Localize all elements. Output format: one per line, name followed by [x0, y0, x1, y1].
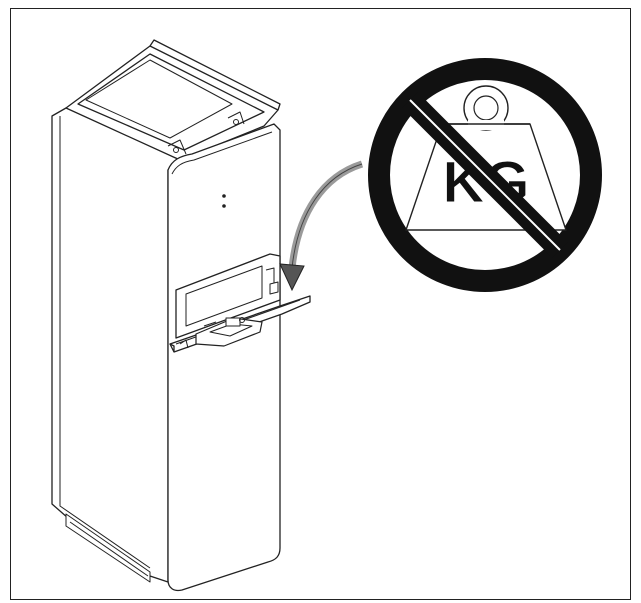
figure-frame	[10, 8, 631, 600]
side-panel	[51, 107, 181, 583]
appliance-unit	[51, 39, 311, 592]
curved-arrow-down-icon	[279, 160, 364, 292]
access-recess	[175, 253, 281, 339]
front-panel	[167, 123, 281, 592]
top-lid-inner	[77, 53, 265, 151]
no-weight-icon: KG	[368, 58, 602, 292]
